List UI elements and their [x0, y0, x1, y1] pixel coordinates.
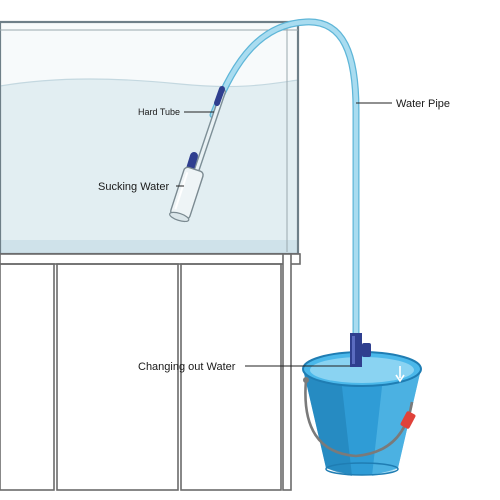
tank-bottom-shade — [0, 240, 298, 254]
bucket-bottom — [325, 462, 399, 476]
valve-body — [350, 333, 362, 367]
sucking-water-label: Sucking Water — [98, 181, 169, 193]
tank-water — [0, 79, 298, 254]
cabinet — [0, 253, 301, 491]
callouts — [176, 102, 392, 367]
cabinet-panel-3 — [180, 263, 282, 491]
hard-tube — [186, 86, 226, 175]
cabinet-panel-2 — [56, 263, 179, 491]
changing-out-water-label: Changing out Water — [138, 361, 236, 373]
bucket — [302, 351, 422, 476]
water-pipe — [209, 18, 360, 339]
hard-tube-label: Hard Tube — [138, 107, 180, 117]
bucket-shadow — [303, 369, 352, 476]
valve-handle — [362, 343, 371, 357]
tube-connector — [186, 152, 198, 173]
handle-grip — [400, 411, 416, 429]
cabinet-top-rail — [0, 253, 301, 265]
cabinet-side — [282, 253, 292, 491]
water-surface — [0, 78, 299, 88]
valve — [350, 333, 371, 367]
water-flow-arrow-head — [395, 374, 405, 383]
bucket-water — [310, 357, 414, 383]
water-pipe-label: Water Pipe — [396, 98, 450, 110]
hard-tube-cap — [214, 86, 225, 106]
cylinder-mouth — [169, 211, 190, 223]
handle-hinge-left — [303, 377, 309, 383]
pipe-body — [210, 19, 359, 338]
aquarium-tank — [0, 20, 300, 256]
bucket-handle — [304, 379, 414, 458]
cylinder-highlight — [174, 171, 189, 210]
valve-highlight — [352, 336, 355, 364]
cabinet-panel-1 — [0, 263, 55, 491]
suction-cylinder — [169, 166, 204, 223]
